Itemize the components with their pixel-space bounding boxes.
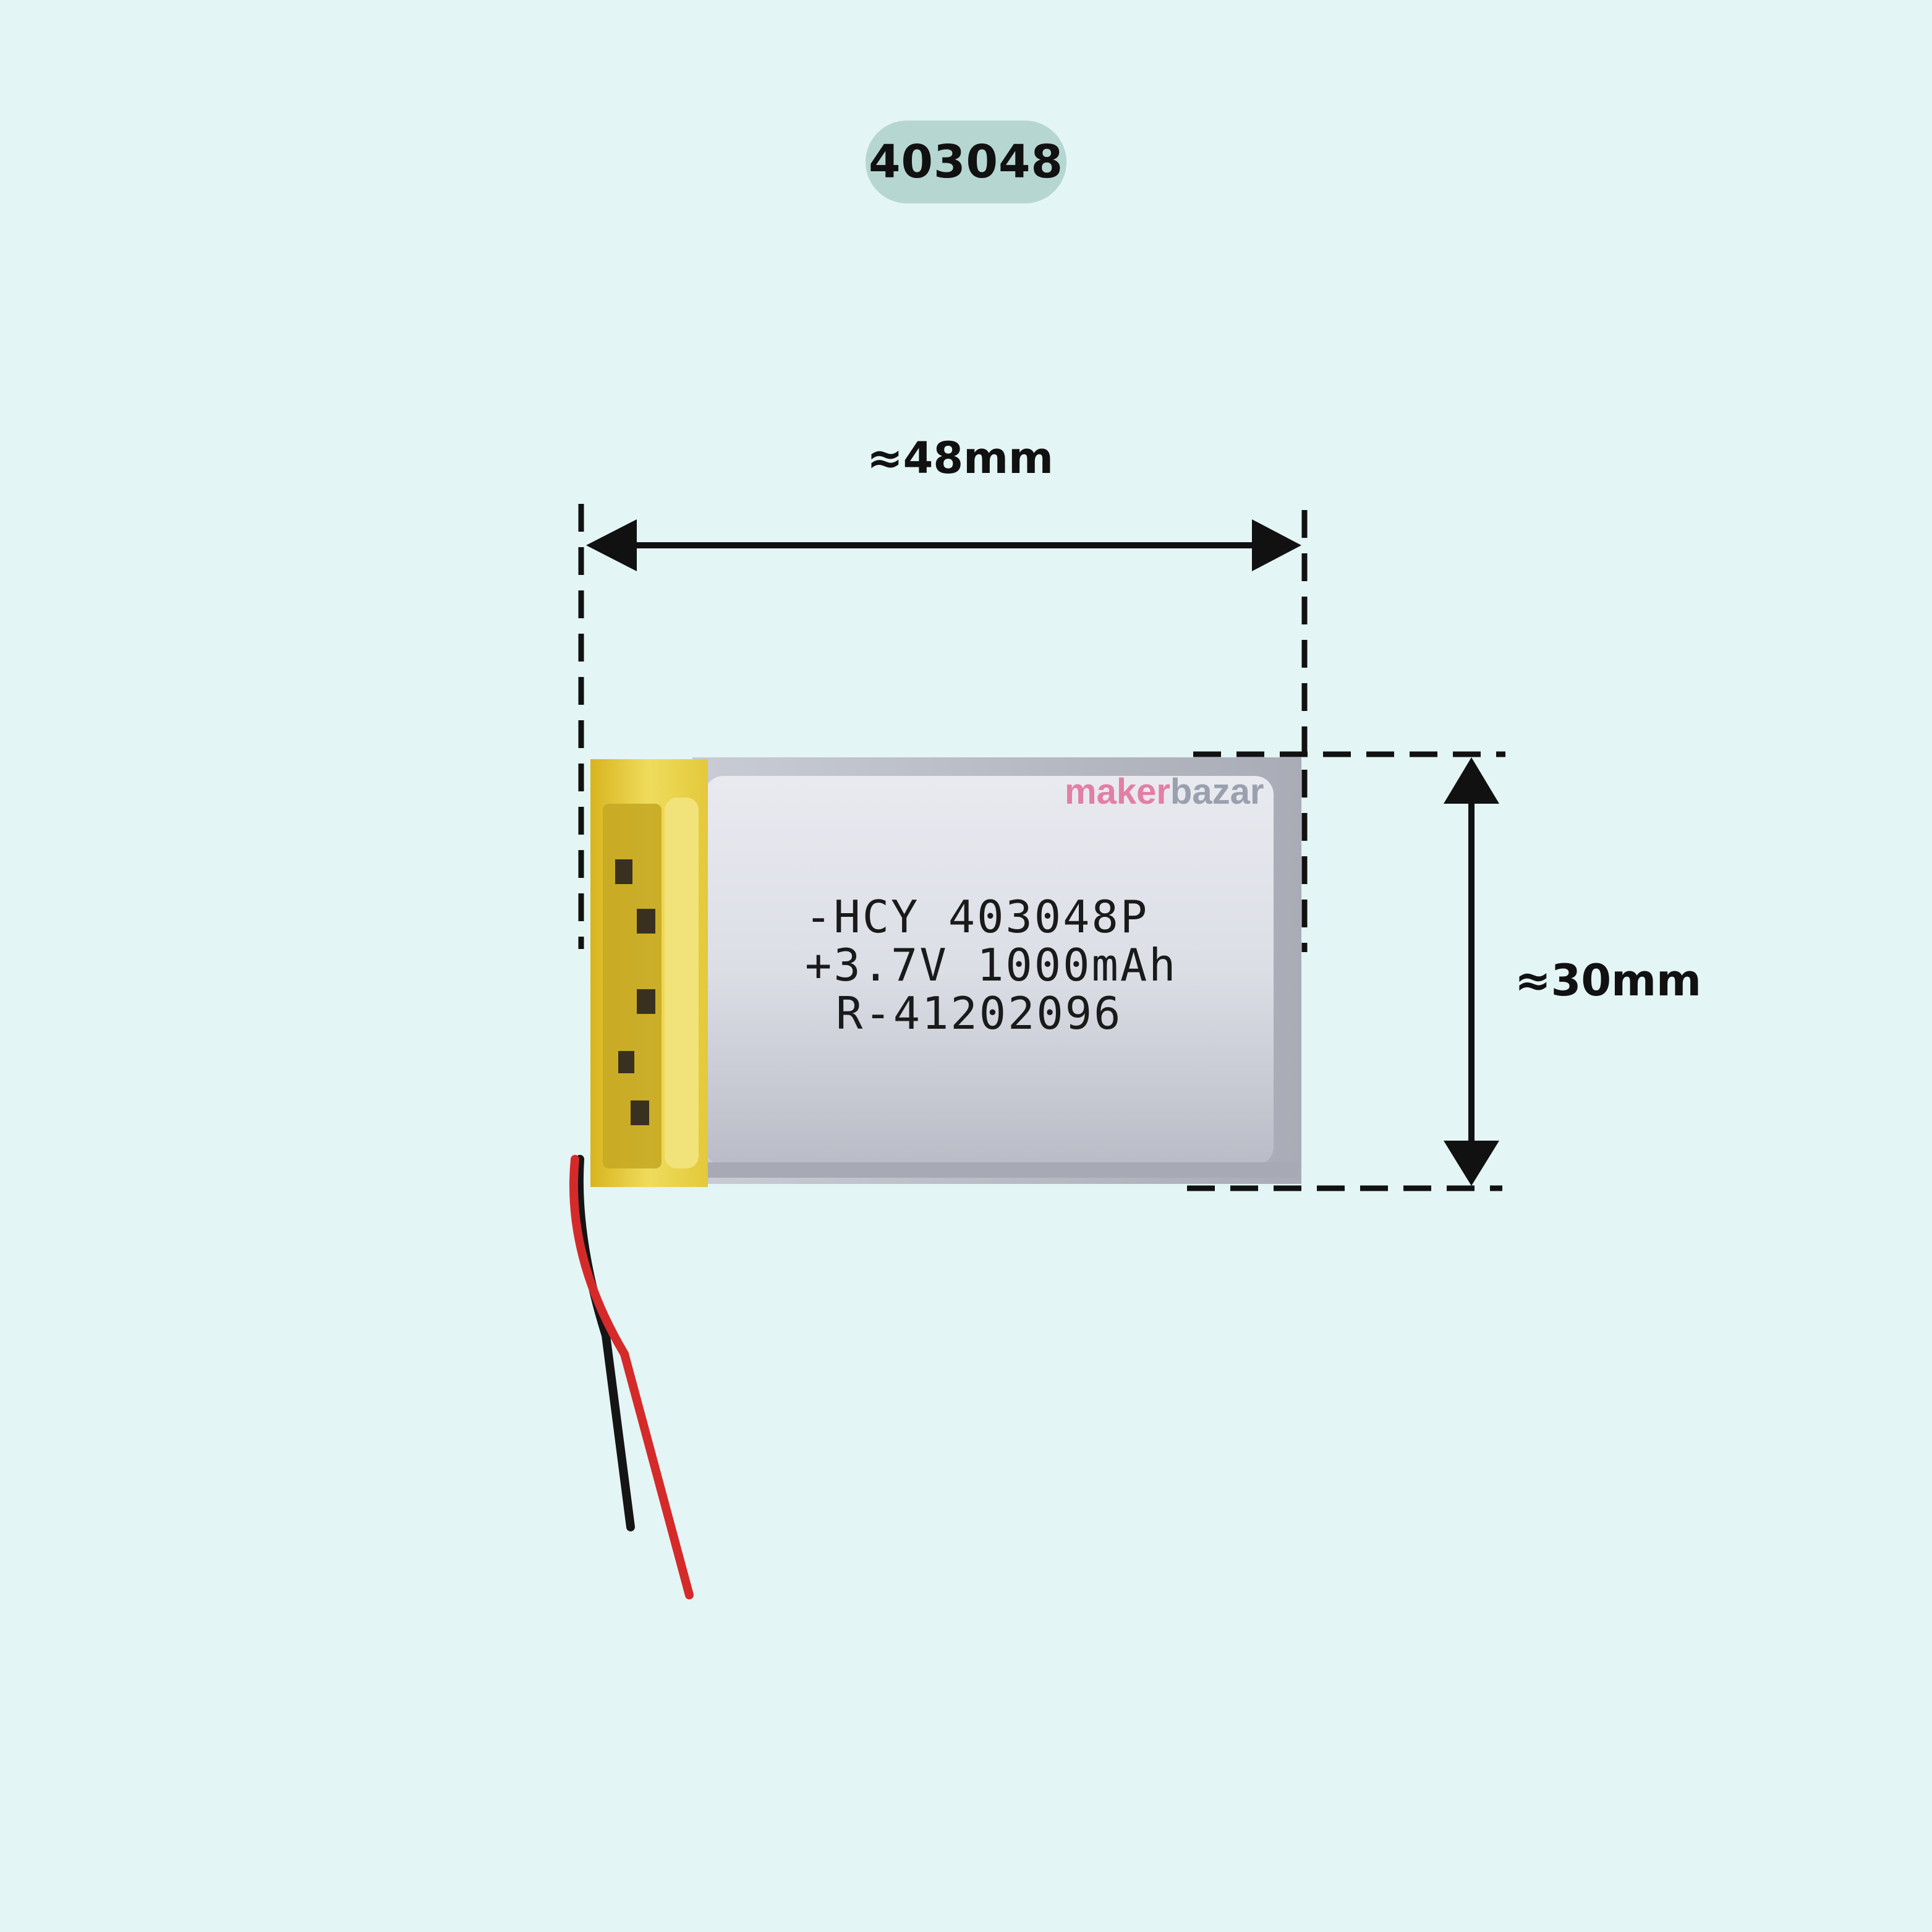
watermark-logo: makerbazar xyxy=(1065,772,1264,812)
model-badge: 403048 xyxy=(866,121,1066,203)
print-line-serial: R-41202096 xyxy=(836,987,1122,1039)
cell-print: -HCY 403048P +3.7V 1000mAh R-41202096 xyxy=(805,891,1178,1039)
arrow-right-icon xyxy=(1252,519,1301,571)
pcb-component xyxy=(618,1051,634,1073)
pcb-component xyxy=(637,989,655,1014)
battery-cell xyxy=(692,757,1301,1184)
cell-body xyxy=(705,776,1274,1165)
print-line-rating: +3.7V 1000mAh xyxy=(805,939,1178,991)
protection-board xyxy=(590,759,708,1187)
battery-wires xyxy=(569,1155,694,1599)
height-arrow xyxy=(1444,757,1499,1186)
arrow-down-icon xyxy=(1444,1141,1499,1186)
tape-highlight xyxy=(665,798,699,1168)
arrow-up-icon xyxy=(1444,757,1499,804)
width-dimension-label: ≈48mm xyxy=(867,433,1053,483)
dimension-guides xyxy=(578,504,1505,1191)
width-arrow xyxy=(586,519,1301,571)
cell-bottom-edge xyxy=(705,1162,1298,1178)
red-wire xyxy=(569,1155,694,1599)
print-line-model: -HCY 403048P xyxy=(805,891,1149,943)
pcb-component xyxy=(637,909,655,934)
pcb-component xyxy=(631,1100,649,1125)
arrow-left-icon xyxy=(586,519,637,571)
pcb-strip xyxy=(603,804,662,1168)
pcb-component xyxy=(615,859,632,884)
height-dimension-label: ≈30mm xyxy=(1515,955,1701,1006)
